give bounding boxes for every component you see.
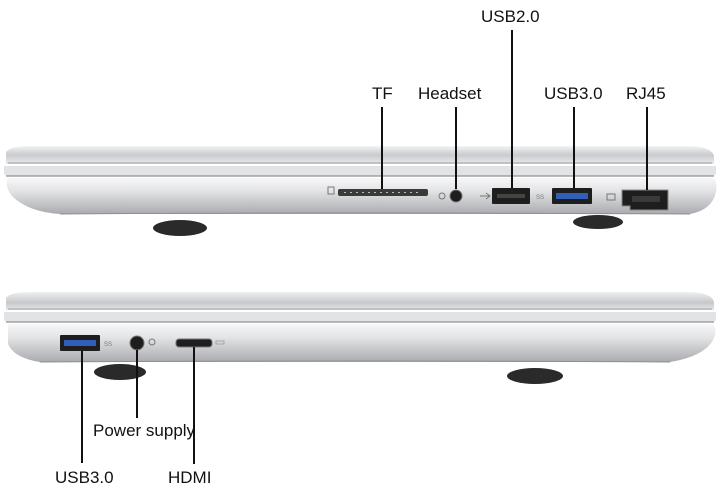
bottom-laptop-foot-right xyxy=(507,368,563,384)
hdmi-port xyxy=(175,338,213,348)
leader-usb3-left xyxy=(81,351,83,463)
svg-text:SS: SS xyxy=(104,342,112,348)
bottom-laptop-lid xyxy=(6,292,714,310)
ss-usb-icon: SS xyxy=(104,342,112,348)
leader-hdmi xyxy=(193,347,195,464)
leader-power xyxy=(136,350,138,418)
leader-rj45 xyxy=(646,107,648,190)
headphone-icon xyxy=(438,192,446,200)
leader-usb2 xyxy=(511,30,513,188)
power-jack xyxy=(129,335,145,351)
top-laptop-foot-right xyxy=(573,215,623,229)
label-rj45: RJ45 xyxy=(626,84,666,103)
label-hdmi: HDMI xyxy=(168,468,212,487)
svg-text:SS: SS xyxy=(536,195,544,201)
leader-tf xyxy=(381,107,383,189)
network-icon xyxy=(606,193,616,201)
power-icon xyxy=(148,338,156,346)
label-power-supply: Power supply xyxy=(93,421,196,440)
bottom-laptop-base xyxy=(8,324,716,362)
top-laptop-lid xyxy=(6,146,714,164)
label-usb3-left: USB3.0 xyxy=(55,468,114,487)
sd-card-icon xyxy=(327,186,335,195)
label-usb2: USB2.0 xyxy=(481,7,540,26)
headset-jack xyxy=(449,189,463,203)
top-laptop-foot-left xyxy=(153,220,207,236)
label-usb3-right: USB3.0 xyxy=(544,84,603,103)
label-tf: TF xyxy=(372,84,393,103)
bottom-laptop-foot-left xyxy=(94,364,146,380)
label-headset: Headset xyxy=(418,84,482,103)
leader-usb3-right xyxy=(573,107,575,188)
leader-headset xyxy=(455,107,457,189)
hdmi-icon xyxy=(215,340,225,345)
tf-slot xyxy=(338,189,428,196)
usb-icon xyxy=(480,192,491,200)
ss-usb-icon: SS xyxy=(536,195,544,201)
